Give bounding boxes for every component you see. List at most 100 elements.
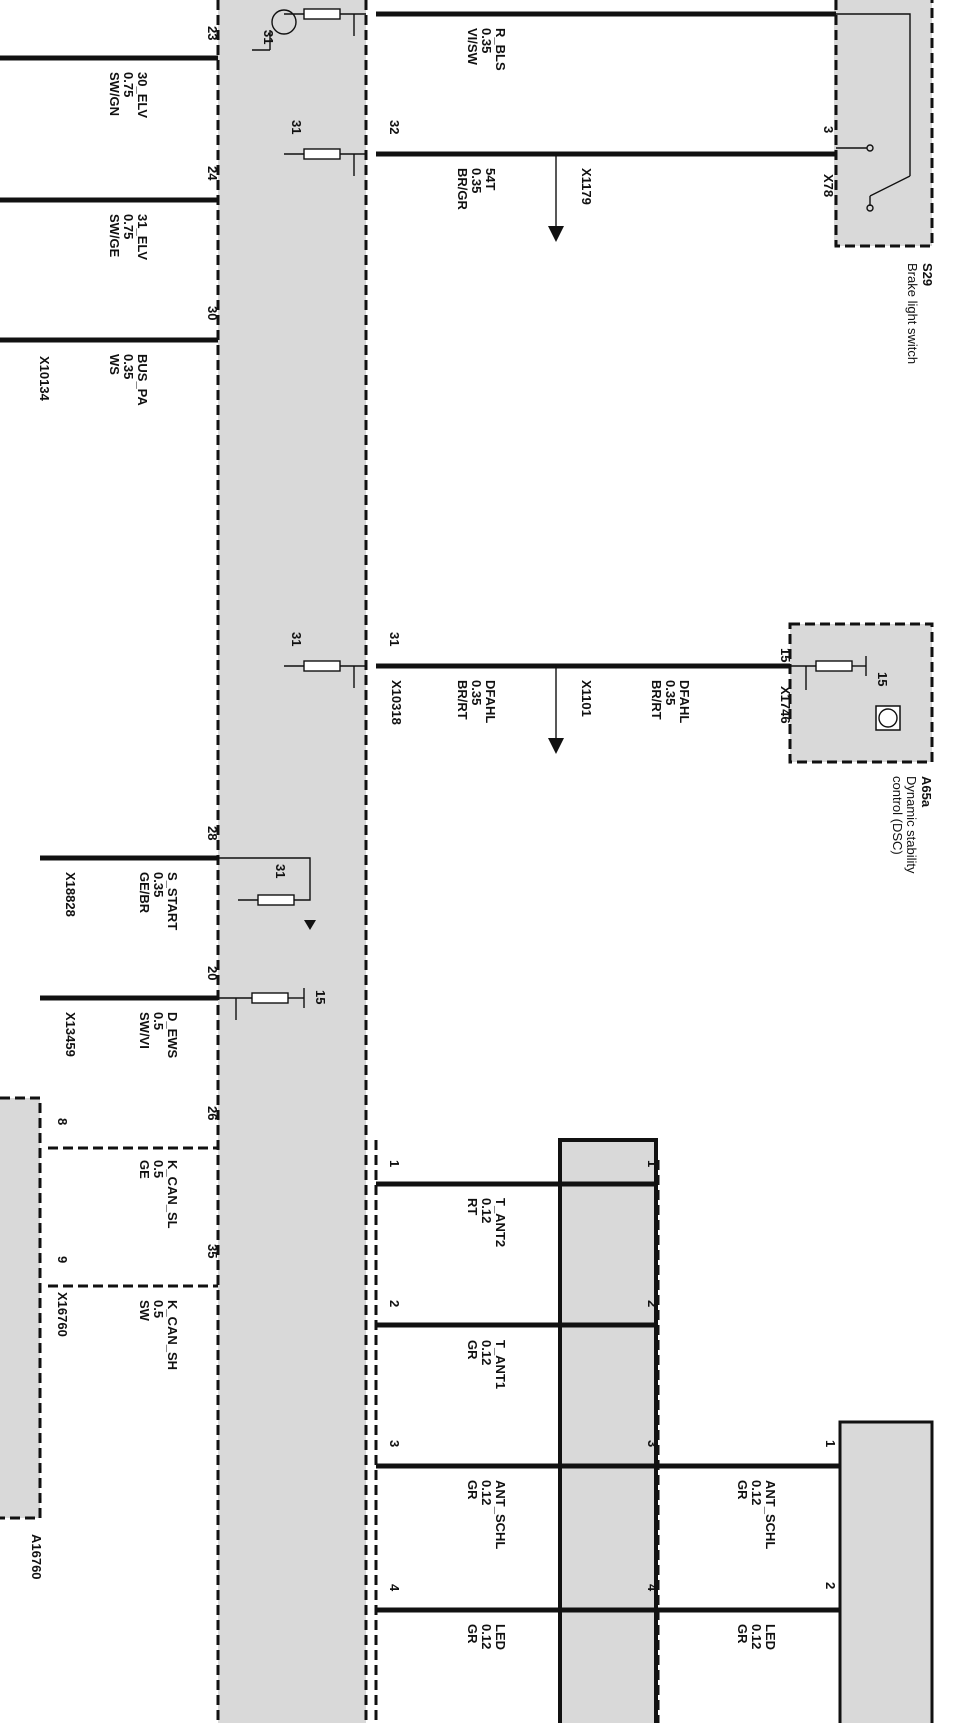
- a65a-pin: 15: [778, 648, 793, 662]
- wire-color: SW/GN: [107, 72, 122, 116]
- wire-signal-name: BUS_PA: [135, 354, 150, 406]
- wire-size: 0.75: [121, 214, 136, 239]
- wire-pin-number: 26: [205, 1106, 220, 1120]
- a65a-id: A65a: [919, 776, 934, 808]
- wire-size: 0.12: [479, 1198, 494, 1223]
- wire-color: SW: [137, 1300, 152, 1322]
- wire-size: 0.35: [469, 680, 484, 705]
- wire-size: 0.12: [479, 1340, 494, 1365]
- antenna-block-pin: 1: [645, 1160, 660, 1167]
- wire-signal-name: 30_ELV: [135, 72, 150, 118]
- antenna-block-pin: 2: [645, 1300, 660, 1307]
- wire-connector: X18828: [63, 872, 78, 917]
- ground-label: 31: [273, 864, 288, 878]
- wire-pin-number: 30: [205, 306, 220, 320]
- wire-pin-number: 1: [387, 1160, 402, 1167]
- wire-signal-name: R_BLS: [493, 28, 508, 71]
- wire-pin-number: 4: [387, 1584, 402, 1592]
- antenna-unit-body: [840, 1422, 932, 1723]
- a65a-supply: 15: [875, 672, 890, 686]
- internal-resistors: [218, 8, 366, 1020]
- wire-color: WS: [107, 354, 122, 375]
- ground-label: 31: [289, 632, 304, 646]
- antenna-block-pin: 3: [645, 1440, 660, 1447]
- wire-color: SW/VI: [137, 1012, 152, 1049]
- a65a-connector: X1746: [778, 686, 793, 724]
- s29-connector: X78: [821, 174, 836, 197]
- wire-signal-name: ANT_SCHL: [493, 1480, 508, 1549]
- antenna-block-border: [558, 1138, 658, 1723]
- module-connector-x10318: X10318: [389, 680, 404, 725]
- a65a-name-line2: control (DSC): [890, 776, 905, 855]
- wire-signal-name: ANT_SCHL: [763, 1480, 778, 1549]
- wire-color: GR: [465, 1480, 480, 1500]
- antenna-unit-border: [838, 1420, 934, 1723]
- a16760-connector: X16760: [55, 1292, 70, 1337]
- wire-size: 0.35: [663, 680, 678, 705]
- wire-pin-number: 2: [387, 1300, 402, 1307]
- antenna-unit-pin1: 1: [823, 1440, 838, 1447]
- s29-pin: 3: [821, 126, 836, 133]
- wire-color: GE/BR: [137, 872, 152, 914]
- wire-size: 0.12: [749, 1480, 764, 1505]
- wire-size: 0.12: [479, 1624, 494, 1649]
- wire-signal-name: LED: [763, 1624, 778, 1650]
- wire-signal-name: LED: [493, 1624, 508, 1650]
- wire-pin-number: 24: [205, 166, 220, 181]
- wire-signal-name: DFAHL: [483, 680, 498, 723]
- a16760-body: [0, 1098, 40, 1518]
- a16760-border: [0, 1096, 42, 1520]
- ground-label: 31: [261, 30, 276, 44]
- branch-connector: X1101: [579, 680, 594, 717]
- k-can-wires: [48, 1146, 218, 1288]
- wire-color: GR: [735, 1624, 750, 1644]
- wire-pin-number: 3: [387, 1440, 402, 1447]
- wire-pin-number: 23: [205, 26, 220, 40]
- wire-lines: [0, 11, 840, 1613]
- a16760-pin9: 9: [55, 1256, 70, 1263]
- wire-signal-name: T_ANT2: [493, 1198, 508, 1247]
- module-connector-x10134: X10134: [37, 356, 52, 402]
- wire-pin-number: 20: [205, 966, 220, 980]
- main-module-body: [218, 0, 366, 1723]
- s29-border: [834, 0, 934, 248]
- antenna-unit-pin2: 2: [823, 1582, 838, 1589]
- wire-connector: X13459: [63, 1012, 78, 1057]
- wire-size: 0.12: [479, 1480, 494, 1505]
- wire-size: 0.35: [121, 354, 136, 379]
- wire-size: 0.5: [151, 1160, 166, 1178]
- a65a-border: [788, 622, 934, 764]
- s29-name: Brake light switch: [905, 263, 920, 364]
- wire-size: 0.35: [469, 168, 484, 193]
- wire-pin-number: 28: [205, 826, 220, 840]
- wire-color: BR/RT: [649, 680, 664, 720]
- wire-signal-name: S_START: [165, 872, 180, 930]
- branch-connector: X1179: [579, 168, 594, 205]
- transistor-icon: [271, 9, 297, 35]
- wire-pin-number: 31: [387, 632, 402, 646]
- supply-label: 15: [313, 990, 328, 1004]
- wire-size: 0.5: [151, 1300, 166, 1318]
- wire-color: GE: [137, 1160, 152, 1179]
- wire-color: SW/GE: [107, 214, 122, 258]
- ground-label: 31: [289, 120, 304, 134]
- wire-size: 0.35: [151, 872, 166, 897]
- wire-signal-name: D_EWS: [165, 1012, 180, 1059]
- antenna-block-body: [560, 1140, 656, 1723]
- s29-id: S29: [920, 263, 935, 286]
- wire-signal-name: T_ANT1: [493, 1340, 508, 1389]
- wire-pin-number: 35: [205, 1244, 220, 1258]
- wire-color: GR: [465, 1340, 480, 1360]
- wire-color: RT: [465, 1198, 480, 1215]
- wire-signal-name: DFAHL: [677, 680, 692, 723]
- s29-body: [834, 0, 932, 246]
- wire-pin-number: 32: [387, 120, 402, 134]
- wire-signal-name: K_CAN_SL: [165, 1160, 180, 1229]
- wire-color: BR/GR: [455, 168, 470, 211]
- a16760-id: A16760: [29, 1534, 44, 1580]
- a16760-pin8: 8: [55, 1118, 70, 1125]
- wire-size: 0.35: [479, 28, 494, 53]
- a65a-body: [790, 624, 932, 762]
- wire-signal-name: 31_ELV: [135, 214, 150, 260]
